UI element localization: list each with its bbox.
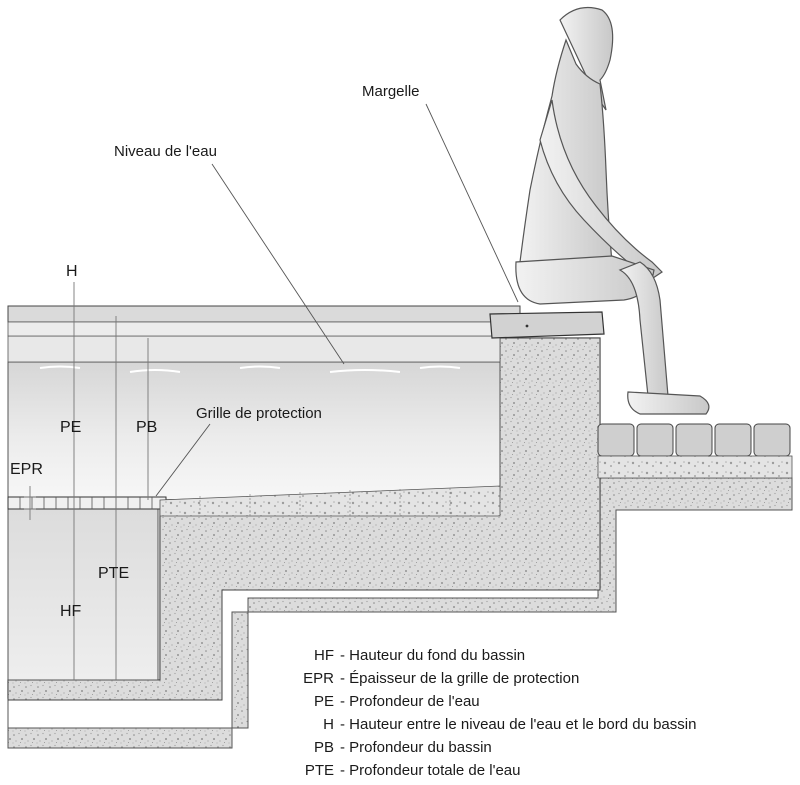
legend-code: PTE: [305, 762, 334, 779]
legend-code: PB: [314, 739, 334, 756]
legend-code: EPR: [303, 670, 334, 687]
gravel-bed: [159, 485, 501, 517]
legend-text: - Profondeur totale de l'eau: [340, 762, 521, 779]
leader-lines: [155, 103, 519, 497]
dim-pb: PB: [136, 419, 157, 436]
water-surface: [39, 365, 461, 373]
legend-text: - Profondeur du bassin: [340, 739, 492, 756]
seated-person-illustration: [515, 7, 710, 415]
legend: HF - Hauteur du fond du bassin EPR - Épa…: [303, 647, 696, 779]
dim-h: H: [66, 263, 78, 280]
label-grille: Grille de protection: [196, 405, 322, 422]
dim-pte: PTE: [98, 565, 129, 582]
legend-code: PE: [314, 693, 334, 710]
deck-slab: [7, 305, 521, 337]
legend-text: - Profondeur de l'eau: [340, 693, 480, 710]
protection-grille: [7, 496, 167, 510]
coping-stone: [489, 311, 605, 339]
label-niveau-eau: Niveau de l'eau: [114, 143, 217, 160]
legend-text: - Épaisseur de la grille de protection: [340, 670, 579, 687]
label-margelle: Margelle: [362, 83, 420, 100]
legend-text: - Hauteur du fond du bassin: [340, 647, 525, 664]
dim-hf: HF: [60, 603, 82, 620]
water-body: [7, 361, 501, 501]
dim-pe: PE: [60, 419, 81, 436]
paving-bed: [597, 455, 793, 479]
air-gap: [7, 335, 501, 363]
legend-code: H: [323, 716, 334, 733]
dimension-lines: [24, 282, 149, 680]
legend-text: - Hauteur entre le niveau de l'eau et le…: [340, 716, 696, 733]
paving-blocks: [597, 423, 791, 457]
legend-code: HF: [314, 647, 334, 664]
lower-water: [7, 507, 159, 681]
dim-epr: EPR: [10, 461, 43, 478]
